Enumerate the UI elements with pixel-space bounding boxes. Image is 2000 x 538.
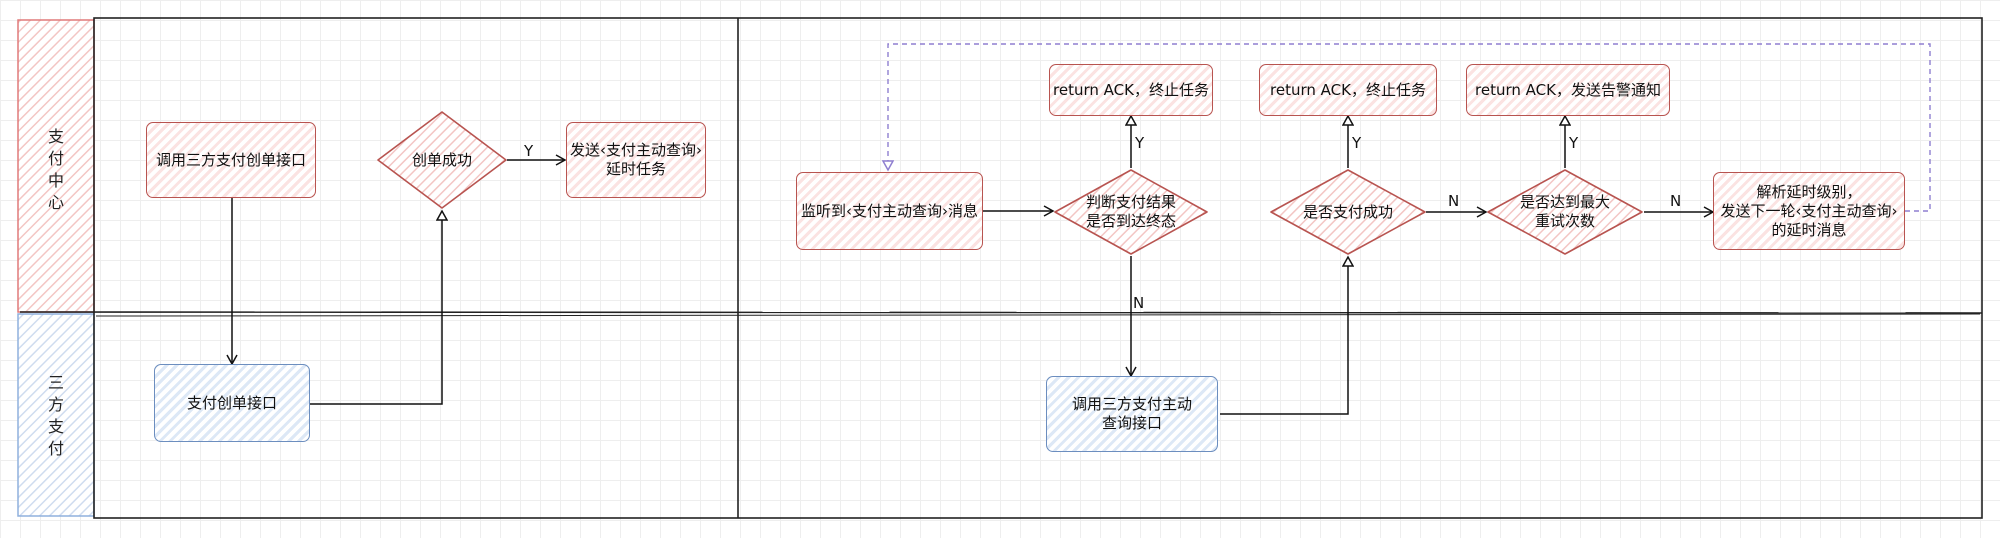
lane-header-pay-center: [17, 19, 95, 313]
edge-label-retry-no: N: [1670, 192, 1682, 210]
node-send-delay-task[interactable]: 发送‹支付主动查询› 延时任务: [566, 122, 706, 198]
node-ack-alarm[interactable]: return ACK，发送告警通知: [1466, 64, 1670, 116]
pool-border: [93, 17, 1983, 519]
node-parse-delay[interactable]: 解析延时级别， 发送下一轮‹支付主动查询› 的延时消息: [1713, 172, 1905, 250]
diamond-max-retry-label: 是否达到最大 重试次数: [1519, 193, 1610, 230]
diamond-pay-success-label: 是否支付成功: [1302, 202, 1393, 221]
node-call-create[interactable]: 调用三方支付创单接口: [146, 122, 316, 198]
diamond-judge-final-label: 判断支付结果 是否到达终态: [1085, 193, 1176, 230]
lane-label-pay-center: 支 付 中 心: [47, 127, 64, 212]
diamond-pay-success: [1270, 169, 1426, 255]
node-listen-msg[interactable]: 监听到‹支付主动查询›消息: [796, 172, 983, 250]
edge-third-create-to-diamond: [310, 211, 442, 405]
edge-label-create-yes: Y: [524, 142, 534, 160]
diamond-judge-final: [1054, 169, 1208, 255]
node-ack-stop-2[interactable]: return ACK，终止任务: [1259, 64, 1437, 116]
diamond-max-retry: [1487, 169, 1643, 255]
edge-label-judge-yes: Y: [1135, 134, 1145, 152]
edge-label-success-yes: Y: [1352, 134, 1362, 152]
diamond-create-success-label: 创单成功: [411, 150, 472, 169]
edge-query-to-success: [1220, 257, 1348, 415]
lane-header-third-party: [17, 313, 95, 517]
node-third-create-api[interactable]: 支付创单接口: [154, 364, 310, 442]
edge-label-retry-yes: Y: [1569, 134, 1579, 152]
edge-label-judge-no: N: [1133, 294, 1145, 312]
node-third-query-api[interactable]: 调用三方支付主动 查询接口: [1046, 376, 1218, 452]
lane-divider: [19, 311, 1983, 314]
edge-loop-dashed: [888, 43, 1931, 212]
lane-label-third-party: 三 方 支 付: [47, 373, 64, 458]
diamond-create-success: [377, 111, 507, 209]
edge-label-success-no: N: [1448, 192, 1460, 210]
node-ack-stop-1[interactable]: return ACK，终止任务: [1049, 64, 1213, 116]
lane-divider-sketch: [95, 313, 1981, 317]
